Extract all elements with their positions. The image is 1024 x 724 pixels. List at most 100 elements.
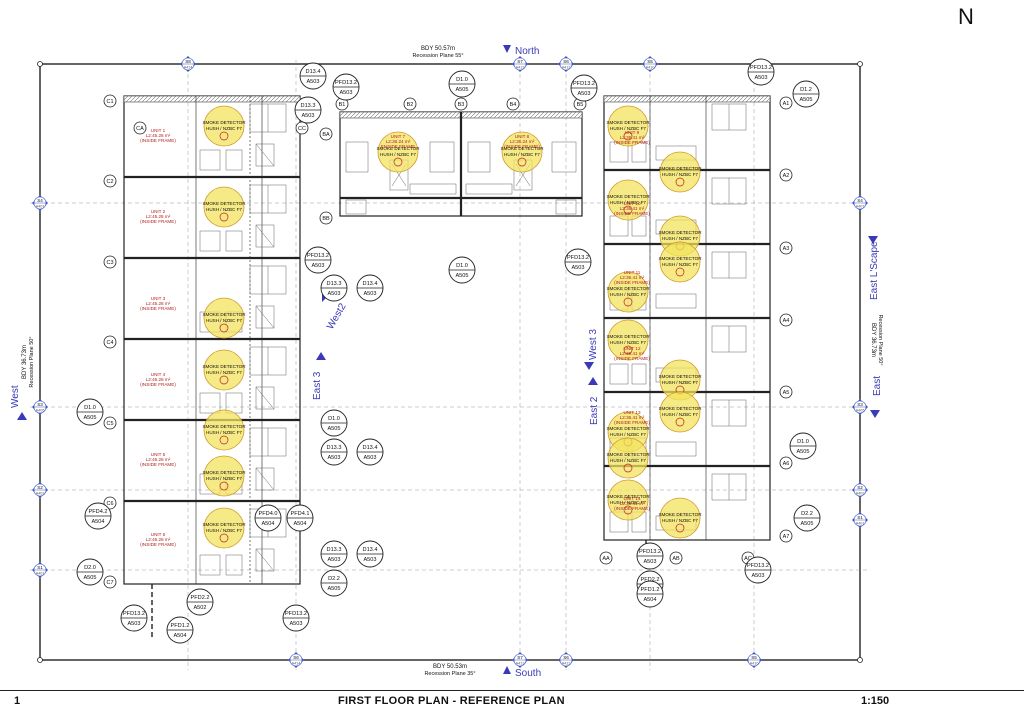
callout-sheet: A505 [799, 97, 812, 103]
unit-area: L2:45.28 m² [146, 214, 171, 219]
smoke-detector-label: SMOKE DETECTOR [658, 256, 702, 261]
unit-area: L2:36.41 m² [620, 501, 645, 506]
column-tag: C4 [103, 335, 117, 349]
elev-east2: East 2 [589, 396, 600, 425]
unit-name: UNIT 13 [623, 410, 640, 415]
smoke-detector-label: SMOKE DETECTOR [376, 146, 420, 151]
callout-detail: D2.2 [801, 511, 813, 517]
detector-dot-icon [675, 417, 685, 427]
detector-dot-icon [219, 131, 229, 141]
smoke-detector-spec: HUSH / NZBC F7 [206, 528, 242, 533]
column-tag-text: BB [322, 216, 330, 222]
smoke-detector-spec: HUSH / NZBC F7 [610, 200, 646, 205]
unit-area: L2:45.28 m² [146, 133, 171, 138]
callout-detail: D1.0 [456, 77, 468, 83]
unit-name: UNIT 6 [151, 532, 166, 537]
grid-marker-ref: A403 [36, 492, 45, 496]
detector-dot-icon [393, 157, 403, 167]
callout-detail: D1.0 [84, 405, 96, 411]
callout-detail: PFD13.2 [573, 81, 595, 87]
smoke-detector-spec: HUSH / NZBC F7 [662, 412, 698, 417]
smoke-detector-label: SMOKE DETECTOR [658, 512, 702, 517]
grid-markers: S6A414S7A413S6A412S5A410S8A414S7A413S6A4… [32, 56, 868, 668]
grid-marker-label: S4 [857, 198, 863, 203]
column-tag: A4 [779, 313, 793, 327]
unit-label: UNIT 9L2:36.41 m²(INSIDE FRAME) [614, 130, 650, 145]
column-tag-text: C6 [106, 501, 113, 507]
unit-area: L2:36.24 m² [510, 139, 535, 144]
detector-dot-icon [517, 157, 527, 167]
callout-sheet: A505 [327, 426, 340, 432]
unit-name: UNIT 2 [151, 209, 166, 214]
elev-north: North [515, 46, 539, 57]
unit-frame: (INSIDE FRAME) [140, 542, 176, 547]
elevation-markers: North South West East East L'Scape West2… [10, 45, 883, 679]
column-tag-text: CC [298, 126, 306, 132]
column-tag-text: C7 [106, 580, 113, 586]
north-block [339, 111, 583, 217]
smoke-detector-spec: HUSH / NZBC F7 [610, 432, 646, 437]
smoke-detector-spec: HUSH / NZBC F7 [610, 458, 646, 463]
smoke-detector-label: SMOKE DETECTOR [202, 522, 246, 527]
callout-detail: PFD13.2 [639, 549, 661, 555]
callout-detail: PFD1.2 [641, 587, 660, 593]
unit-area: L2:45.28 m² [146, 537, 171, 542]
callout-sheet: A503 [327, 557, 340, 563]
unit-frame: (INSIDE FRAME) [614, 420, 650, 425]
unit-name: UNIT 9 [625, 130, 640, 135]
column-tag: B3 [454, 97, 468, 111]
smoke-detector-label: SMOKE DETECTOR [202, 364, 246, 369]
column-tag-text: C4 [106, 340, 113, 346]
callout-sheet: A505 [796, 449, 809, 455]
smoke-detector-spec: HUSH / NZBC F7 [662, 172, 698, 177]
smoke-detector-spec: HUSH / NZBC F7 [610, 500, 646, 505]
callout-sheet: A505 [327, 586, 340, 592]
grid-marker-label: S1 [37, 565, 43, 570]
grid-marker-ref: A414 [184, 66, 193, 70]
column-tag-text: C2 [106, 179, 113, 185]
detector-dot-icon [623, 297, 633, 307]
grid-marker-ref: A407 [36, 205, 45, 209]
smoke-detector-label: SMOKE DETECTOR [606, 426, 650, 431]
elev-west2: West2 [325, 301, 349, 331]
unit-frame: (INSIDE FRAME) [140, 462, 176, 467]
unit-name: UNIT 14 [623, 496, 640, 501]
unit-area: L2:36.24 m² [386, 139, 411, 144]
column-tag-text: B4 [510, 102, 517, 108]
column-tag: BB [319, 211, 333, 225]
east-triangle-icon [870, 410, 880, 418]
callout-detail: D13.3 [327, 547, 342, 553]
unit-label: UNIT 2L2:45.28 m²(INSIDE FRAME) [140, 209, 176, 224]
unit-frame: (INSIDE FRAME) [614, 506, 650, 511]
smoke-detector-label: SMOKE DETECTOR [606, 452, 650, 457]
drawing-title: FIRST FLOOR PLAN - REFERENCE PLAN [338, 695, 565, 707]
smoke-detector-label: SMOKE DETECTOR [606, 194, 650, 199]
grid-marker-ref: A403 [856, 492, 865, 496]
column-tag: AA [599, 551, 613, 565]
column-tag-text: CA [136, 126, 144, 132]
smoke-detector-label: SMOKE DETECTOR [202, 470, 246, 475]
detector-dot-icon [623, 463, 633, 473]
column-tag: CA [133, 121, 147, 135]
grid-marker-label: S3 [857, 402, 863, 407]
north-arrow-letter: N [958, 4, 974, 29]
column-tag-text: AA [602, 556, 610, 562]
